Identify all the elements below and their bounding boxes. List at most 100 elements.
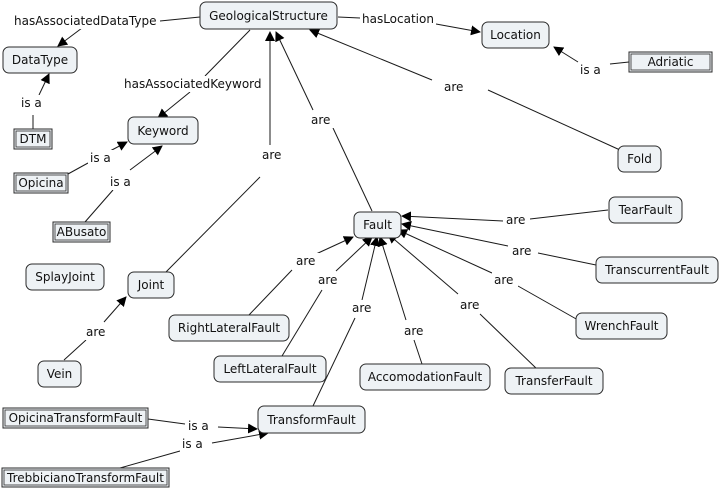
edge-line <box>435 23 481 36</box>
instance-trebbiciano-transform-fault[interactable]: TrebbicianoTransformFault <box>1 467 170 488</box>
node-location[interactable]: Location <box>481 21 550 49</box>
edge-label-are: are <box>444 80 463 94</box>
edge-line <box>479 313 539 371</box>
edge-label-has-location: hasLocation <box>362 12 434 26</box>
instance-label: Adriatic <box>648 55 694 69</box>
edge-line <box>217 423 258 434</box>
edge-label-has-associated-keyword: hasAssociatedKeyword <box>124 77 262 91</box>
edge-line <box>119 450 181 469</box>
edge-line <box>247 269 293 317</box>
edge-label-are: are <box>404 324 423 338</box>
node-accomodationfault[interactable]: AccomodationFault <box>359 363 491 391</box>
edge-line <box>129 145 163 171</box>
node-splayjoint[interactable]: SplayJoint <box>25 263 105 291</box>
edge-line <box>63 339 87 361</box>
edge-line <box>159 16 201 22</box>
node-geological-structure[interactable]: GeologicalStructure <box>199 1 338 30</box>
edge-line <box>275 31 314 111</box>
instance-label: TrebbicianoTransformFault <box>6 471 164 485</box>
node-wrenchfault[interactable]: WrenchFault <box>575 312 668 340</box>
edge-label-has-associated-data-type: hasAssociatedDataType <box>14 14 156 28</box>
node-transferfault[interactable]: TransferFault <box>504 367 604 395</box>
edge-line <box>103 296 127 323</box>
node-fold[interactable]: Fold <box>617 145 662 173</box>
node-label: GeologicalStructure <box>209 9 328 23</box>
edge-label-is-a: is a <box>90 151 111 165</box>
edge-line <box>211 429 269 444</box>
edge-line <box>397 229 493 274</box>
node-label: LeftLateralFault <box>223 362 316 376</box>
edge-labels: hasAssociatedDataType hasLocation hasAss… <box>12 11 608 452</box>
instance-opicina[interactable]: Opicina <box>13 172 69 194</box>
node-label: TransferFault <box>514 374 592 388</box>
edge-line <box>529 209 609 220</box>
edge-line <box>361 236 380 301</box>
edges <box>32 16 630 469</box>
instance-abusato[interactable]: ABusato <box>52 221 111 243</box>
edge-line <box>204 29 251 77</box>
edge-line <box>162 176 261 276</box>
edge-line <box>487 89 621 151</box>
node-transcurrentfault[interactable]: TranscurrentFault <box>595 256 719 284</box>
edge-label-are: are <box>311 113 330 127</box>
node-label: Vein <box>47 367 73 381</box>
node-rightlateralfault[interactable]: RightLateralFault <box>168 314 290 342</box>
concept-nodes: GeologicalStructure DataType Location Ke… <box>2 1 719 434</box>
node-label: TransformFault <box>266 413 356 427</box>
node-label: DataType <box>12 53 68 67</box>
edge-label-are: are <box>494 273 513 287</box>
edge-line <box>413 339 423 365</box>
edge-label-are: are <box>318 273 337 287</box>
edge-label-is-a: is a <box>21 96 42 110</box>
edge-line <box>553 46 579 63</box>
node-label: Fault <box>363 218 392 232</box>
instance-dtm[interactable]: DTM <box>13 128 53 150</box>
node-label: Location <box>490 28 541 42</box>
edge-line <box>281 289 323 357</box>
edge-label-is-a: is a <box>188 419 209 433</box>
instance-label: DTM <box>20 132 47 146</box>
node-transformfault[interactable]: TransformFault <box>257 405 366 434</box>
edge-line <box>337 16 361 19</box>
edge-line <box>147 418 186 425</box>
node-fault[interactable]: Fault <box>353 211 402 239</box>
node-label: AccomodationFault <box>368 370 483 384</box>
edge-label-are: are <box>262 148 281 162</box>
edge-line <box>377 236 407 321</box>
edge-label-are: are <box>352 301 371 315</box>
edge-line <box>67 162 89 175</box>
edge-line <box>84 189 114 223</box>
instance-opicina-transform-fault[interactable]: OpicinaTransformFault <box>2 407 149 429</box>
node-leftlateralfault[interactable]: LeftLateralFault <box>213 355 327 383</box>
instance-label: ABusato <box>57 225 107 239</box>
node-label: TearFault <box>618 203 673 217</box>
edge-line <box>38 73 50 96</box>
edge-line <box>157 91 191 119</box>
edge-line <box>315 236 354 255</box>
edge-line <box>335 236 373 272</box>
edge-line <box>387 233 459 295</box>
node-keyword[interactable]: Keyword <box>127 116 199 145</box>
node-datatype[interactable]: DataType <box>2 46 78 74</box>
edge-line <box>312 317 356 407</box>
edge-line <box>401 211 504 222</box>
instance-label: Opicina <box>18 176 63 190</box>
instance-label: OpicinaTransformFault <box>9 411 143 425</box>
edge-line <box>609 61 630 65</box>
instance-adriatic[interactable]: Adriatic <box>628 51 713 73</box>
edge-line <box>401 220 509 247</box>
edge-label-is-a: is a <box>182 437 203 451</box>
node-vein[interactable]: Vein <box>37 360 82 388</box>
edge-line <box>309 28 433 81</box>
node-label: RightLateralFault <box>178 321 280 335</box>
edge-label-are: are <box>512 244 531 258</box>
node-label: SplayJoint <box>35 270 95 284</box>
node-tearfault[interactable]: TearFault <box>608 196 683 224</box>
edge-label-are: are <box>296 254 315 268</box>
edge-label-are: are <box>86 325 105 339</box>
edge-label-is-a: is a <box>110 175 131 189</box>
edge-label-is-a: is a <box>580 63 601 77</box>
edge-label-are: are <box>506 213 525 227</box>
node-joint[interactable]: Joint <box>127 271 175 299</box>
node-label: Keyword <box>137 124 188 138</box>
